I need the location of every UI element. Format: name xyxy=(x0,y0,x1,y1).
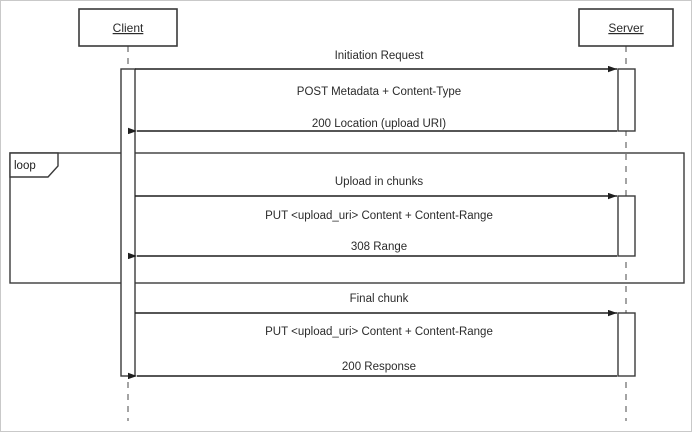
participant-label-server: Server xyxy=(608,21,643,35)
message-m2-label: 200 Location (upload URI) xyxy=(312,118,446,130)
message-m3-group-label: Upload in chunks xyxy=(335,176,423,188)
message-arrow-m3: PUT <upload_uri> Content + Content-Range xyxy=(135,192,617,222)
message-group-label-upload-in-chunks: Upload in chunks xyxy=(335,176,423,188)
participant-box-client[interactable]: Client xyxy=(78,8,178,47)
activation-bar-server-3 xyxy=(617,312,636,377)
activation-bar-client xyxy=(120,68,136,377)
message-arrow-m5: PUT <upload_uri> Content + Content-Range xyxy=(135,309,617,338)
activation-bar-server-2 xyxy=(617,195,636,257)
participant-label-client: Client xyxy=(113,21,144,35)
activation-bar-server-1 xyxy=(617,68,636,132)
message-arrow-m2: 200 Location (upload URI) xyxy=(128,118,617,135)
message-arrow-m1: POST Metadata + Content-Type xyxy=(135,65,617,98)
message-m1-group-label: Initiation Request xyxy=(335,50,425,62)
loop-fragment: loop xyxy=(9,152,685,284)
participant-box-server[interactable]: Server xyxy=(578,8,674,47)
message-m3-label: PUT <upload_uri> Content + Content-Range xyxy=(265,210,493,222)
message-m4-label: 308 Range xyxy=(351,241,407,253)
loop-fragment-tab xyxy=(9,152,59,178)
message-arrow-m6: 200 Response xyxy=(128,361,617,380)
message-m5-group-label: Final chunk xyxy=(350,293,409,305)
message-m5-label: PUT <upload_uri> Content + Content-Range xyxy=(265,326,493,338)
message-m1-label: POST Metadata + Content-Type xyxy=(297,86,461,98)
message-group-label-initiation-request: Initiation Request xyxy=(335,50,425,62)
loop-fragment-label: loop xyxy=(14,160,36,172)
message-group-label-final-chunk: Final chunk xyxy=(350,293,409,305)
message-m6-label: 200 Response xyxy=(342,361,416,373)
message-arrow-m4: 308 Range xyxy=(128,241,617,260)
